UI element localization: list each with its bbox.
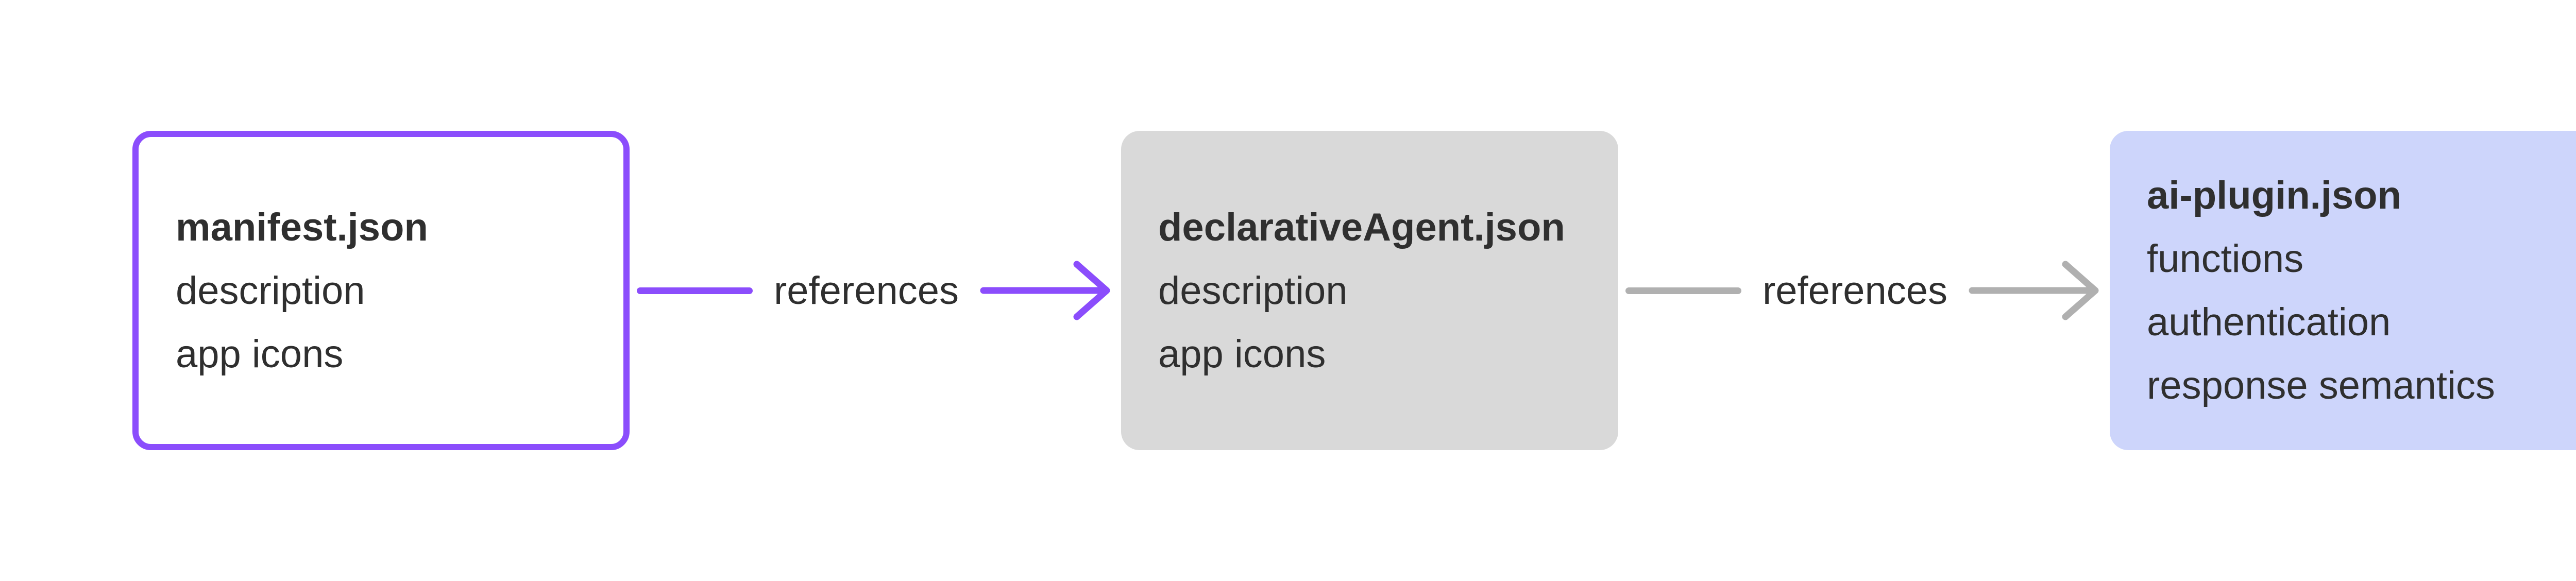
node-line: functions [2147,237,2304,281]
node-line: authentication [2147,300,2391,344]
node-line: app icons [1158,332,1326,376]
node-title: manifest.json [176,205,428,249]
arrow-right-icon [980,261,1110,320]
connector-label: references [1762,268,1948,313]
node-line: app icons [176,332,344,376]
references-connector-1: references [630,257,1121,324]
arrow-right-icon [1969,261,2099,320]
node-line: description [176,268,365,313]
node-manifest-json: manifest.json description app icons [132,131,630,450]
node-ai-plugin-json: ai-plugin.json functions authentication … [2110,131,2576,450]
connector-line [1625,287,1741,294]
node-line: description [1158,268,1348,313]
connector-label: references [773,268,959,313]
node-declarative-agent-json: declarativeAgent.json description app ic… [1121,131,1618,450]
node-title: declarativeAgent.json [1158,205,1565,249]
node-title: ai-plugin.json [2147,174,2401,217]
node-line: response semantics [2147,364,2495,407]
references-connector-2: references [1618,257,2110,324]
connector-line [637,287,753,294]
